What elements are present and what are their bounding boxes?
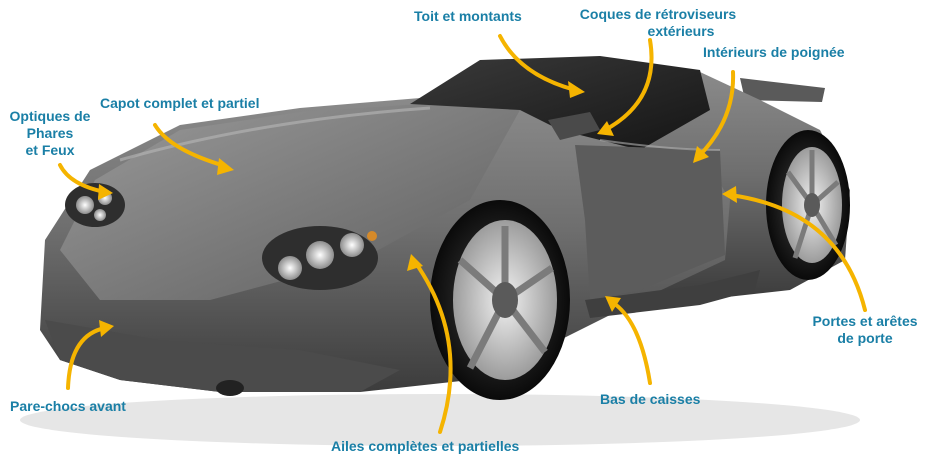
rear-wheel — [766, 130, 850, 280]
arrowhead-optiques — [98, 184, 113, 200]
fog-lamp — [216, 380, 244, 396]
arrow-bas-caisses — [610, 300, 652, 385]
front-wheel — [430, 200, 570, 400]
label-portes: Portes et arêtes de porte — [800, 313, 930, 347]
label-coques-line2: extérieurs — [647, 23, 715, 39]
ground-shadow — [20, 394, 860, 446]
arrowhead-toit — [568, 81, 585, 98]
arrow-coques — [603, 38, 654, 132]
label-portes-line1: Portes et arêtes — [812, 313, 918, 329]
label-optiques-line3: et Feux — [25, 142, 75, 158]
rear-spoiler — [740, 78, 825, 102]
arrow-interieurs — [696, 70, 736, 159]
label-optiques-line2: Phares — [26, 125, 74, 141]
arrowhead-bas-caisses — [605, 296, 621, 312]
label-bas-caisses: Bas de caisses — [600, 391, 701, 407]
label-portes-line2: de porte — [837, 330, 893, 346]
arrowhead-pare-chocs — [99, 320, 114, 337]
hood-highlight — [119, 106, 431, 162]
front-bumper — [45, 320, 400, 392]
label-optiques-line1: Optiques de — [9, 108, 91, 124]
arrowhead-capot — [217, 158, 234, 175]
hood-panel — [60, 104, 520, 300]
label-coques: Coques de rétroviseurs extérieurs — [572, 6, 744, 40]
arrow-ailes — [413, 260, 453, 434]
arrow-toit — [498, 34, 577, 92]
label-interieurs: Intérieurs de poignée — [703, 44, 845, 60]
arrowhead-portes — [722, 186, 737, 203]
label-capot: Capot complet et partiel — [100, 95, 260, 111]
arrow-pare-chocs — [66, 326, 107, 390]
arrow-portes — [728, 193, 867, 312]
label-coques-line1: Coques de rétroviseurs — [579, 6, 737, 22]
windshield — [410, 56, 710, 150]
side-highlight — [599, 139, 721, 151]
arrowhead-ailes — [407, 254, 423, 271]
side-mirror — [548, 112, 600, 140]
door-panel — [575, 145, 725, 300]
label-ailes: Ailes complètes et partielles — [331, 438, 520, 454]
arrowhead-coques — [597, 121, 614, 136]
label-optiques: Optiques de Phares et Feux — [2, 108, 98, 159]
label-toit: Toit et montants — [414, 8, 522, 24]
right-headlight — [262, 226, 378, 290]
arrowhead-interieurs — [693, 146, 709, 163]
label-pare-chocs: Pare-chocs avant — [10, 398, 126, 414]
arrow-capot — [153, 123, 227, 168]
rocker-panel — [585, 270, 760, 318]
